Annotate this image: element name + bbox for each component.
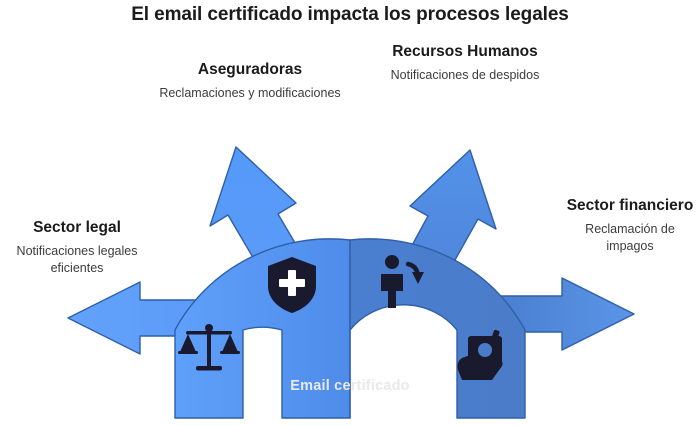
page-title: El email certificado impacta los proceso… <box>131 4 569 25</box>
scales-of-justice-icon <box>178 324 240 371</box>
node-label-sector-legal: Sector legal Notificaciones legales efic… <box>2 218 152 277</box>
person-arrow-down-icon <box>381 255 424 308</box>
node-desc-sector-legal: Notificaciones legales eficientes <box>16 244 138 276</box>
center-label: Email certificado <box>290 378 410 394</box>
node-title-aseguradoras: Aseguradoras <box>197 61 303 78</box>
node-title-recursos-humanos: Recursos Humanos <box>392 43 538 60</box>
node-label-aseguradoras: Aseguradoras Reclamaciones y modificacio… <box>150 60 350 102</box>
node-label-sector-financiero: Sector financiero Reclamación de impagos <box>562 196 698 255</box>
node-desc-aseguradoras: Reclamaciones y modificaciones <box>159 86 341 101</box>
money-hand-icon <box>457 329 503 380</box>
node-desc-recursos-humanos: Notificaciones de despidos <box>390 68 540 83</box>
node-title-sector-legal: Sector legal <box>33 219 121 236</box>
node-desc-sector-financiero: Reclamación de impagos <box>585 222 675 254</box>
shield-cross-icon <box>268 257 316 313</box>
node-label-recursos-humanos: Recursos Humanos Notificaciones de despi… <box>370 42 560 84</box>
node-title-sector-financiero: Sector financiero <box>566 197 694 214</box>
